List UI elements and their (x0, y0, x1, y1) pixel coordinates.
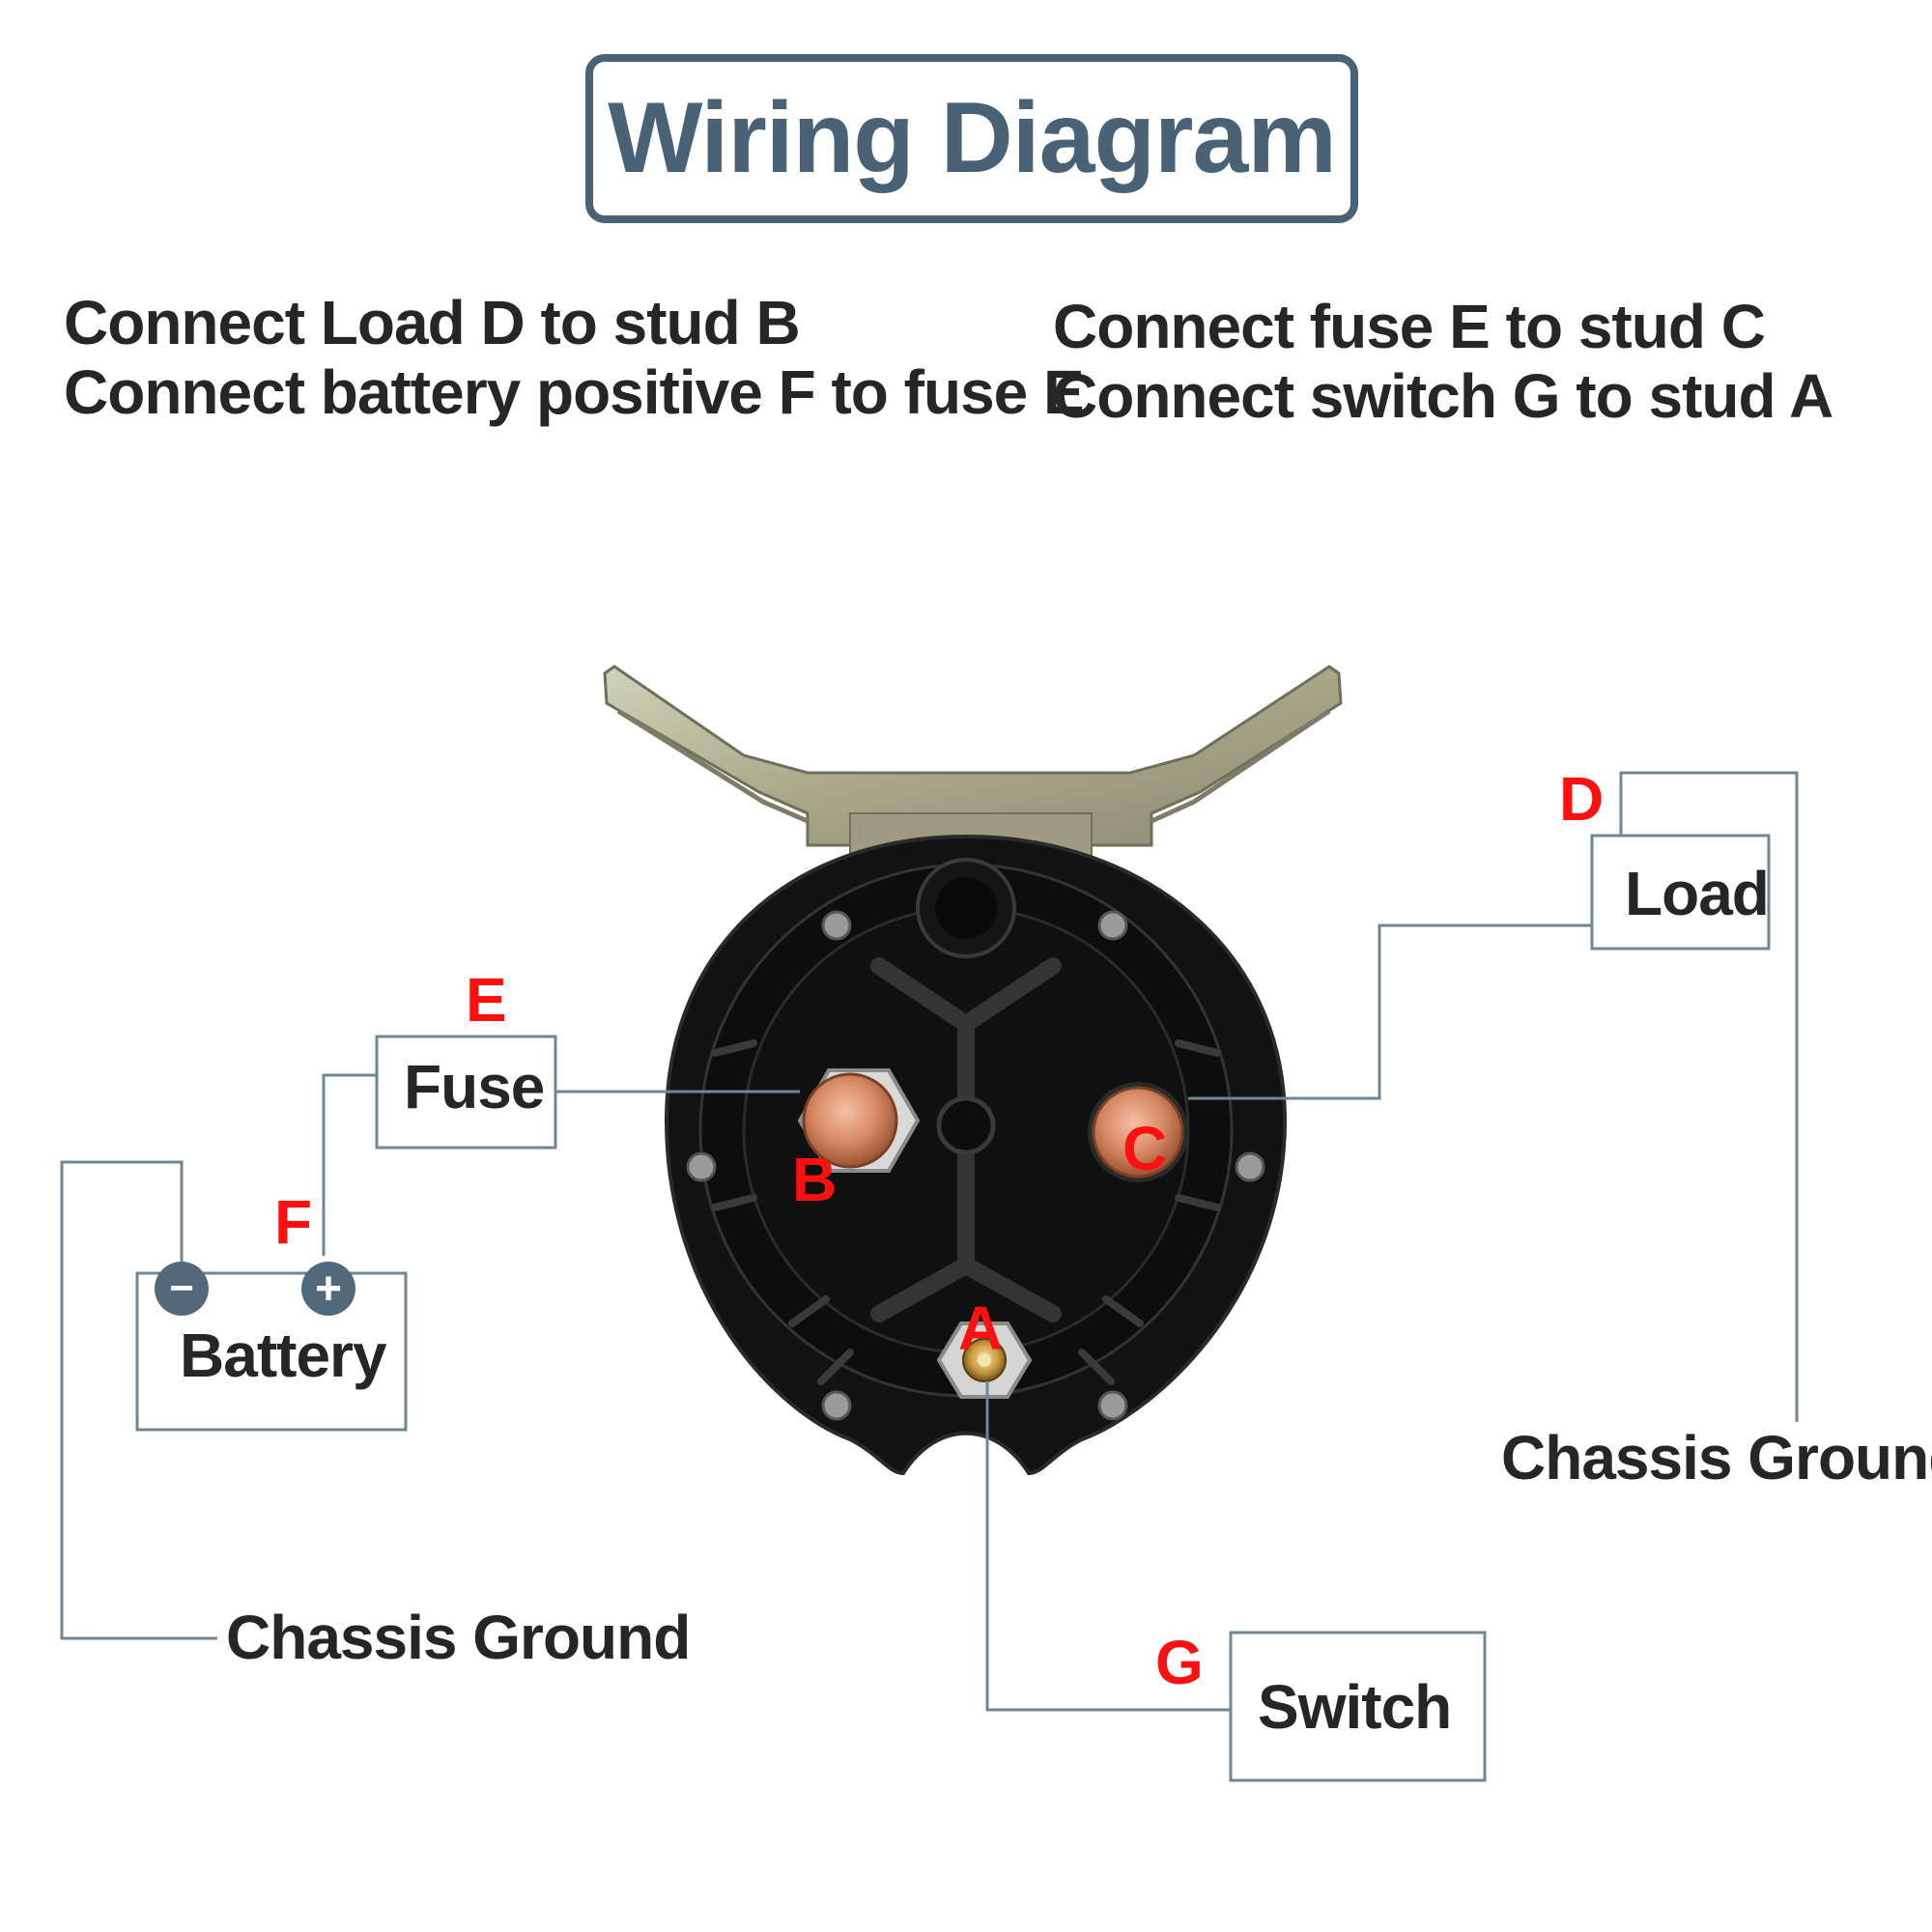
stud-b (797, 1068, 921, 1173)
fuse-box (375, 1035, 557, 1150)
letter-d: D (1559, 764, 1605, 834)
wire-stud-a-to-switch (985, 1381, 1231, 1712)
battery-positive-terminal (301, 1262, 355, 1316)
battery-label: Battery (180, 1321, 387, 1390)
instruction-line-3: Connect fuse E to stud C (1053, 292, 1766, 361)
letter-c: C (1122, 1114, 1168, 1183)
switch-box (1229, 1631, 1487, 1782)
diagram-title: Wiring Diagram (608, 82, 1337, 194)
chassis-ground-left-label: Chassis Ground (226, 1603, 691, 1672)
letter-b: B (792, 1145, 838, 1214)
wire-load-to-ground (1619, 771, 1799, 1422)
minus-icon: − (169, 1264, 194, 1312)
wire-load-to-stud-c (1188, 923, 1592, 1100)
battery-box (135, 1271, 408, 1432)
letter-a: A (958, 1293, 1004, 1363)
instruction-line-1: Connect Load D to stud B (64, 288, 801, 357)
instruction-line-2: Connect battery positive F to fuse E (64, 357, 1085, 427)
chassis-ground-right-label: Chassis Ground (1501, 1423, 1932, 1492)
battery-terminals: − + (155, 1262, 355, 1316)
letter-f: F (274, 1187, 313, 1257)
load-box (1590, 834, 1771, 951)
wire-battery-negative-to-ground (60, 1160, 217, 1640)
stud-c (1088, 1082, 1188, 1182)
letter-e: E (466, 965, 507, 1035)
wire-fuse-to-battery-positive (322, 1073, 377, 1256)
instruction-line-4: Connect switch G to stud A (1053, 361, 1833, 431)
switch-label: Switch (1258, 1672, 1452, 1742)
load-label: Load (1625, 859, 1770, 928)
solenoid-body (664, 834, 1288, 1476)
fuse-label: Fuse (404, 1052, 545, 1122)
title-box: Wiring Diagram (585, 54, 1358, 223)
stud-a (936, 1321, 1033, 1399)
battery-negative-terminal (155, 1262, 209, 1316)
letter-g: G (1155, 1628, 1204, 1697)
plus-icon: + (315, 1264, 342, 1315)
wires (60, 771, 1799, 1712)
